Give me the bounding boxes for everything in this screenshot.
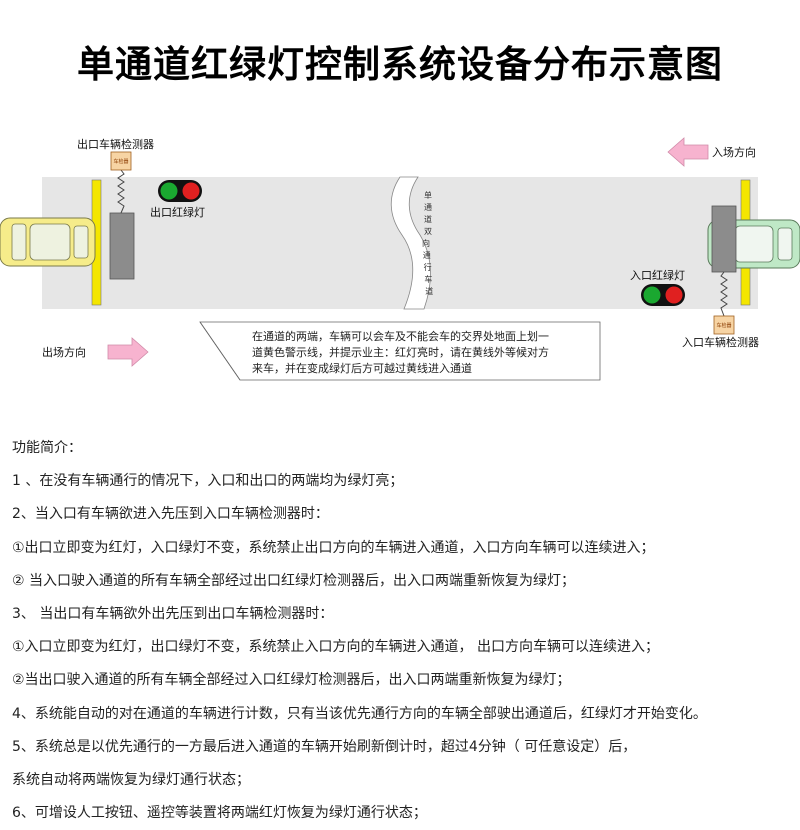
entry-detector-loop [711, 205, 737, 273]
feature-line: 2、当入口有车辆欲进入先压到入口车辆检测器时： [12, 506, 329, 523]
entry-detector-label: 入口车辆检测器 [682, 335, 759, 349]
feature-heading: 功能简介： [12, 440, 82, 456]
feature-line: 3、 当出口有车辆欲外出先压到出口车辆检测器时： [12, 605, 334, 622]
feature-line: 4、系统能自动的对在通道的车辆进行计数，只有当该优先通行方向的车辆全部驶出通道后… [12, 705, 707, 722]
exit-direction-label: 出场方向 [42, 345, 86, 359]
note-line-3: 来车，并在变成绿灯后方可越过黄线进入通道 [252, 361, 472, 375]
feature-line: ①出口立即变为红灯，入口绿灯不变，系统禁止出口方向的车辆进入通道，入口方向车辆可… [12, 539, 655, 556]
exit-light-label: 出口红绿灯 [150, 205, 205, 219]
entry-detector-box-text: 车检器 [716, 322, 731, 329]
feature-line: 系统自动将两端恢复为绿灯通行状态； [12, 771, 250, 788]
entry-traffic-light [641, 284, 685, 306]
exit-direction-arrow [107, 337, 149, 367]
entry-direction-label: 入场方向 [712, 145, 756, 159]
entry-detector-box [713, 315, 735, 335]
feature-line: ①入口立即变为红灯，出口绿灯不变，系统禁止入口方向的车辆进入通道， 出口方向车辆… [12, 639, 659, 656]
exit-detector-box-text: 车检器 [113, 158, 128, 165]
note-line-2: 道黄色警示线，并提示业主：红灯亮时，请在黄线外等候对方 [252, 345, 549, 359]
exit-detector-loop [109, 212, 135, 280]
entry-light-label: 入口红绿灯 [630, 268, 685, 282]
exit-traffic-light [158, 180, 202, 202]
note-line-1: 在通道的两端，车辆可以会车及不能会车的交界处地面上划一 [252, 329, 549, 343]
feature-line: 5、系统总是以优先通行的一方最后进入通道的车辆开始刷新倒计时，超过4分钟（ 可任… [12, 738, 637, 755]
entry-detector-wire [720, 271, 728, 317]
page-title: 单通道红绿灯控制系统设备分布示意图 [77, 43, 723, 86]
road-left-section [42, 177, 412, 309]
road-break [390, 176, 431, 310]
device-layout-diagram: 单通道双向通行车道 车检器 出口车辆检测器 出口红绿灯 车检器 入口车辆检测器 … [0, 137, 800, 381]
exit-side-car [0, 217, 96, 267]
feature-line: ② 当入口驶入通道的所有车辆全部经过出口红绿灯检测器后，出入口两端重新恢复为绿灯… [12, 572, 575, 589]
entry-direction-arrow [667, 137, 709, 167]
feature-line: 6、可增设人工按钮、遥控等装置将两端红灯恢复为绿灯通行状态； [12, 805, 427, 822]
road-right-section [408, 177, 758, 309]
feature-line: 1 、在没有车辆通行的情况下，入口和出口的两端均为绿灯亮； [12, 473, 404, 490]
exit-detector-box [110, 151, 132, 171]
exit-detector-wire [117, 169, 125, 214]
feature-line: ②当出口驶入通道的所有车辆全部经过入口红绿灯检测器后，出入口两端重新恢复为绿灯； [12, 672, 571, 689]
channel-label: 单通道双向通行车道 [422, 190, 433, 296]
feature-list: 功能简介： 1 、在没有车辆通行的情况下，入口和出口的两端均为绿灯亮； 2、当入… [12, 432, 798, 830]
exit-detector-label: 出口车辆检测器 [77, 137, 154, 151]
